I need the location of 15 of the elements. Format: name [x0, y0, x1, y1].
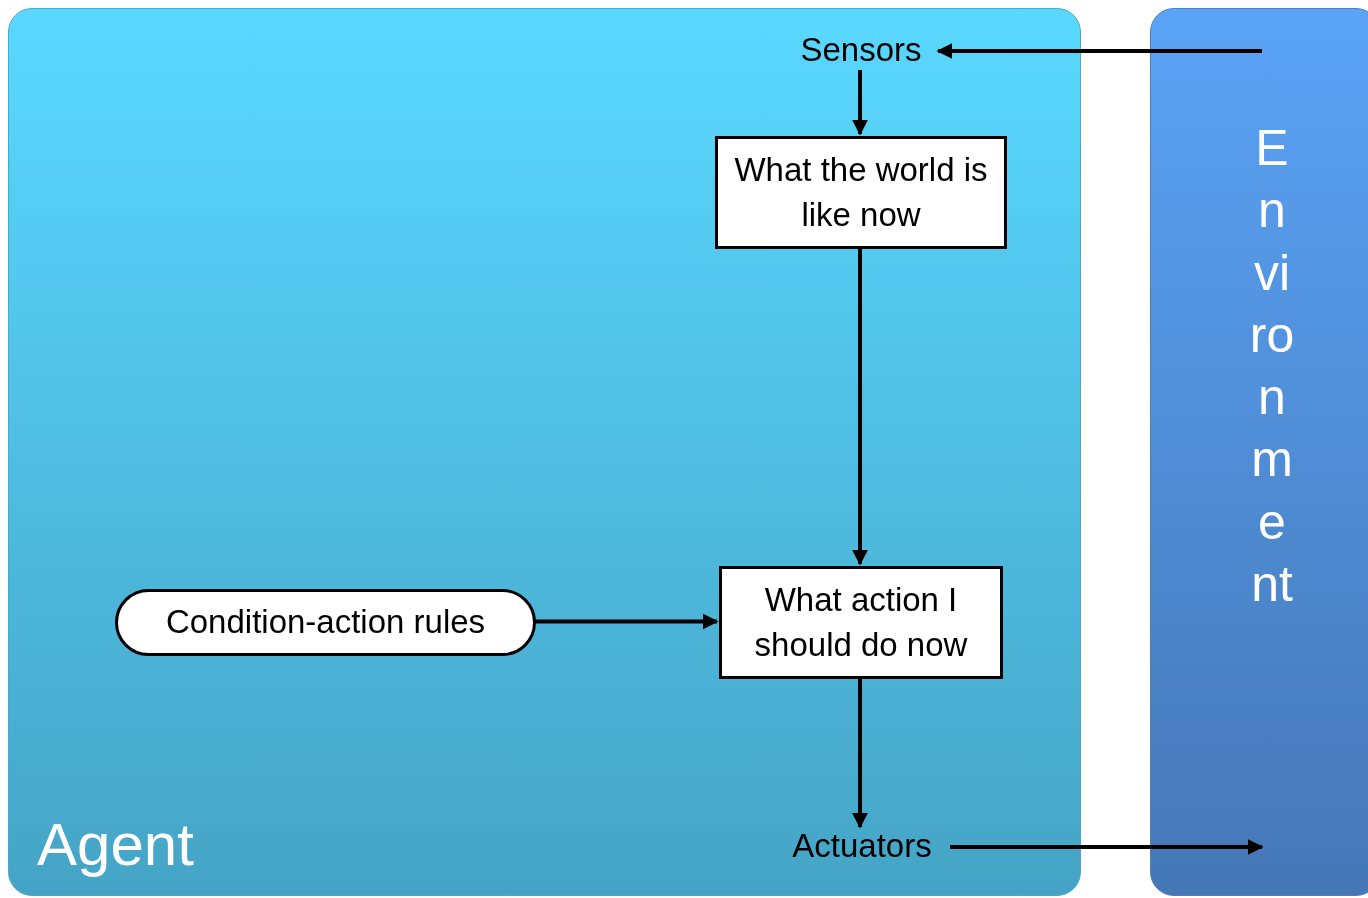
arrow	[852, 70, 868, 136]
panel-heading: Environment	[1248, 119, 1296, 614]
process-box: What action I should do now	[719, 566, 1003, 679]
actuators-label: Actuators	[781, 829, 943, 867]
arrow	[852, 248, 868, 566]
agent-panel	[8, 8, 1081, 896]
arrow	[852, 678, 868, 829]
panel-heading: Agent	[37, 815, 194, 875]
sensors-label: Sensors	[791, 33, 931, 71]
environment-panel	[1150, 8, 1368, 896]
process-box: What the world is like now	[715, 136, 1007, 249]
arrow	[535, 613, 719, 630]
rules-box: Condition-action rules	[115, 589, 536, 656]
arrow	[950, 839, 1264, 855]
arrow	[936, 43, 1262, 59]
